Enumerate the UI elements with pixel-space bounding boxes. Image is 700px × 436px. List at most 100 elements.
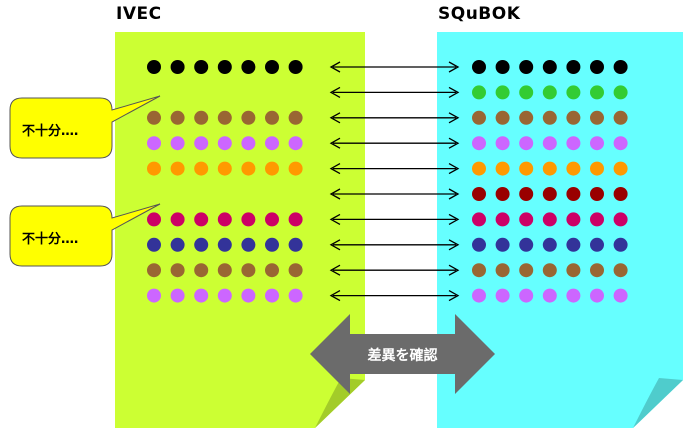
squbok-dot <box>566 161 581 176</box>
squbok-dot <box>566 263 581 278</box>
ivec-dot <box>194 288 209 303</box>
ivec-dot <box>241 237 256 252</box>
squbok-dot <box>472 85 486 100</box>
ivec-dot <box>170 161 185 176</box>
squbok-dot <box>495 85 510 100</box>
ivec-dot <box>265 237 279 252</box>
ivec-dot <box>170 212 185 227</box>
squbok-dot <box>566 85 581 100</box>
squbok-dot <box>495 237 510 252</box>
squbok-dot <box>519 85 534 100</box>
ivec-title: IVEC <box>116 4 162 24</box>
ivec-dot <box>241 263 256 278</box>
squbok-dot <box>472 288 486 303</box>
squbok-dot <box>495 161 510 176</box>
center-arrow-label: 差異を確認 <box>367 348 438 364</box>
callout-2-bubble <box>9 203 161 267</box>
squbok-dot <box>613 136 628 151</box>
ivec-dot <box>288 161 303 176</box>
squbok-dot <box>519 212 534 227</box>
squbok-dot <box>542 60 557 74</box>
connector-arrow <box>329 239 460 251</box>
connector-arrow <box>329 163 460 175</box>
squbok-dot <box>613 237 628 252</box>
ivec-dot <box>147 60 161 74</box>
ivec-dot <box>265 60 279 74</box>
squbok-dot <box>542 85 557 100</box>
squbok-dot <box>519 161 534 176</box>
ivec-dot <box>194 60 209 74</box>
squbok-dot <box>613 263 628 278</box>
dot-rows <box>147 60 628 303</box>
ivec-dot <box>241 161 256 176</box>
squbok-dot <box>613 212 628 227</box>
squbok-dot <box>519 187 534 201</box>
ivec-dot <box>241 60 256 74</box>
squbok-dot <box>590 110 604 125</box>
ivec-dot <box>170 263 185 278</box>
squbok-dot <box>519 136 534 151</box>
squbok-title: SQuBOK <box>438 4 521 24</box>
squbok-dot <box>495 263 510 278</box>
connector-arrow <box>329 213 460 225</box>
ivec-dot <box>194 110 209 125</box>
connector-arrow <box>329 61 460 73</box>
squbok-dot <box>590 85 604 100</box>
ivec-dot <box>288 60 303 74</box>
squbok-dot <box>566 136 581 151</box>
ivec-dot <box>194 263 209 278</box>
ivec-panel-fold <box>315 378 365 428</box>
ivec-dot <box>170 288 185 303</box>
ivec-dot <box>147 263 161 278</box>
ivec-panel-body <box>115 32 365 428</box>
ivec-dot <box>265 263 279 278</box>
squbok-dot <box>472 212 486 227</box>
squbok-dot <box>566 237 581 252</box>
squbok-dot <box>472 136 486 151</box>
ivec-dot <box>241 136 256 151</box>
ivec-dot <box>217 110 232 125</box>
ivec-dot <box>147 136 161 151</box>
squbok-dot <box>495 136 510 151</box>
ivec-dot <box>265 161 279 176</box>
squbok-dot <box>566 60 581 74</box>
squbok-dot <box>566 110 581 125</box>
squbok-panel-fold <box>633 378 683 428</box>
squbok-dot <box>542 212 557 227</box>
callout-2-text: 不十分‥‥ <box>22 232 79 247</box>
squbok-dot <box>590 212 604 227</box>
squbok-dot <box>495 212 510 227</box>
ivec-dot <box>265 110 279 125</box>
squbok-dot <box>472 60 486 74</box>
squbok-dot <box>542 161 557 176</box>
center-double-arrow <box>310 314 495 394</box>
ivec-dot <box>194 212 209 227</box>
ivec-dot <box>265 136 279 151</box>
ivec-dot <box>217 212 232 227</box>
squbok-dot <box>542 136 557 151</box>
callout-2 <box>9 203 161 267</box>
squbok-dot <box>542 263 557 278</box>
ivec-dot <box>147 212 161 227</box>
squbok-dot <box>472 110 486 125</box>
ivec-dot <box>217 263 232 278</box>
squbok-dot <box>613 110 628 125</box>
ivec-dot <box>194 161 209 176</box>
connector-arrow <box>329 188 460 200</box>
ivec-dot <box>170 110 185 125</box>
ivec-dot <box>288 136 303 151</box>
squbok-dot <box>519 263 534 278</box>
ivec-dot <box>241 110 256 125</box>
ivec-dot <box>217 161 232 176</box>
connector-arrow <box>329 264 460 276</box>
squbok-dot <box>590 263 604 278</box>
squbok-dot <box>519 288 534 303</box>
ivec-dot <box>288 237 303 252</box>
squbok-dot <box>613 85 628 100</box>
ivec-panel <box>115 32 365 428</box>
squbok-dot <box>519 60 534 74</box>
connector-arrow <box>329 137 460 149</box>
connector-arrow <box>329 112 460 124</box>
ivec-dot <box>170 60 185 74</box>
